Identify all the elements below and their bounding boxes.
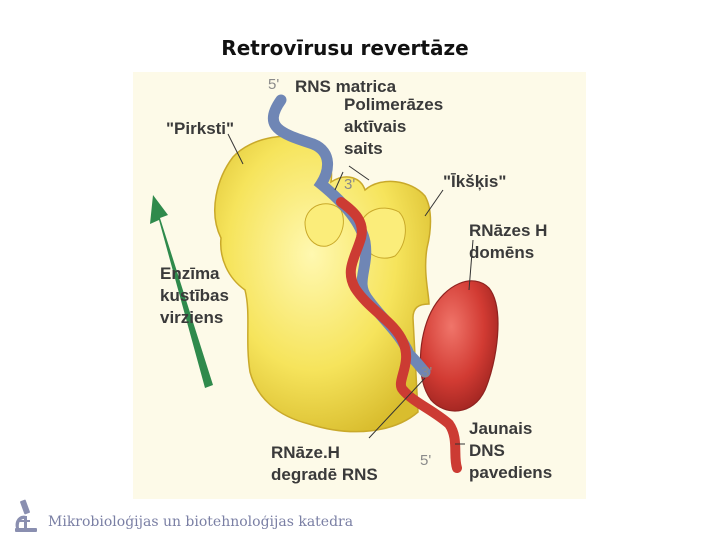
label-domens: domēns	[469, 243, 535, 262]
label-rnazes-h: RNāzes H	[469, 221, 548, 240]
label-polimerazes: Polimerāzes	[344, 95, 444, 114]
label-ikskis: "Īkšķis"	[443, 172, 507, 191]
enzyme-diagram: 5' 3' 3' 5' RNS matrica Polimerāzes aktī…	[133, 72, 586, 499]
label-enzima: Enzīma	[160, 264, 220, 283]
footer-department: Mikrobioloģijas un biotehnoloģijas kated…	[48, 514, 354, 530]
label-virziens: virziens	[160, 308, 224, 327]
prime-3-lower: 3'	[421, 364, 433, 381]
prime-5-top: 5'	[268, 76, 280, 93]
movement-arrow	[150, 195, 213, 388]
label-rnaze-h: RNāze.H	[271, 443, 340, 462]
label-rns-matrica: RNS matrica	[295, 77, 397, 96]
label-dns: DNS	[469, 441, 505, 460]
microscope-icon	[15, 499, 37, 532]
enzyme-illustration	[150, 94, 499, 473]
rnase-h-domain	[419, 280, 499, 412]
label-saits: saits	[344, 139, 383, 158]
label-pirksti: "Pirksti"	[166, 119, 235, 138]
label-kustibas: kustības	[160, 286, 229, 305]
prime-3-mid: 3'	[344, 176, 356, 193]
slide-title: Retrovīrusu revertāze	[221, 36, 469, 60]
label-pavediens: pavediens	[469, 463, 553, 482]
label-degrade-rns: degradē RNS	[271, 465, 378, 484]
label-aktivais: aktīvais	[344, 117, 407, 136]
label-jaunais: Jaunais	[469, 419, 533, 438]
prime-5-bottom: 5'	[420, 452, 432, 469]
palm-lobe	[304, 203, 344, 247]
footer: Mikrobioloģijas un biotehnoloģijas kated…	[10, 494, 410, 538]
leader-lines	[227, 133, 474, 445]
new-dna-strand	[336, 197, 462, 473]
